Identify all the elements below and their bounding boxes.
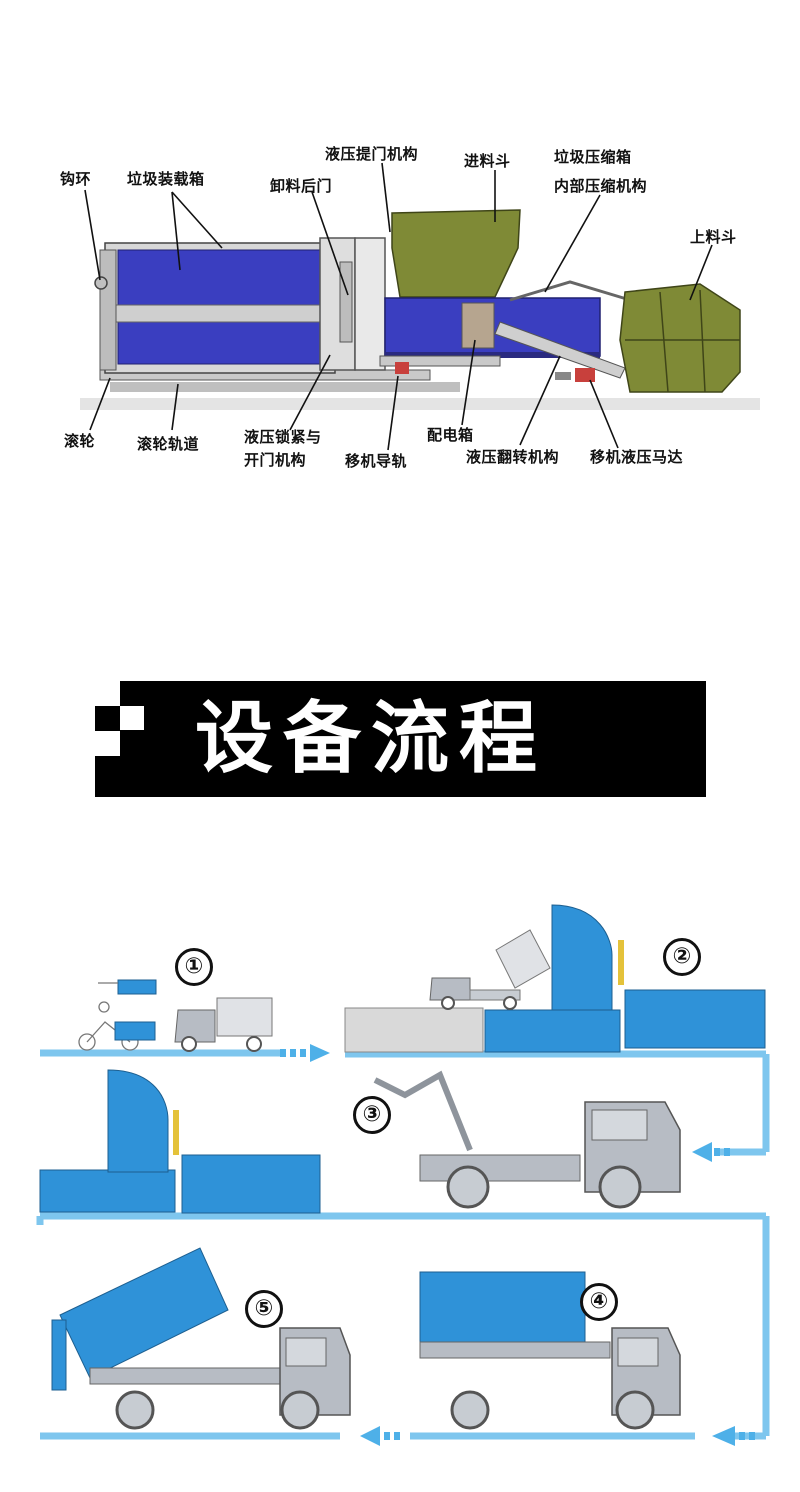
label-move-rail: 移机导轨 — [345, 452, 408, 470]
banner-title: 设备流程 — [195, 694, 548, 784]
banner-deco-square — [95, 731, 120, 756]
label-hyd-lift-door: 液压提门机构 — [325, 145, 419, 163]
step-3-number: ③ — [353, 1096, 391, 1134]
section-banner: 设备流程 — [95, 681, 706, 797]
step-1-number: ① — [175, 948, 213, 986]
label-hyd-lock-line1: 液压锁紧与 — [244, 428, 322, 446]
label-elec-box: 配电箱 — [427, 426, 474, 444]
label-hyd-flip: 液压翻转机构 — [466, 448, 560, 466]
label-inner-compression: 内部压缩机构 — [554, 177, 648, 195]
label-rear-door: 卸料后门 — [270, 177, 333, 195]
label-loading-hopper: 上料斗 — [690, 228, 737, 246]
step-5-number: ⑤ — [245, 1290, 283, 1328]
label-roller: 滚轮 — [64, 432, 96, 450]
compactor-machine-illustration — [80, 162, 760, 451]
label-container: 垃圾装载箱 — [127, 170, 205, 188]
label-feed-hopper: 进料斗 — [464, 152, 511, 170]
step-2-number: ② — [663, 938, 701, 976]
label-move-motor: 移机液压马达 — [590, 448, 684, 466]
banner-deco-square — [95, 681, 120, 706]
label-hyd-lock-line2: 开门机构 — [244, 451, 307, 469]
process-flow-illustration — [36, 904, 770, 1446]
label-roller-track: 滚轮轨道 — [137, 435, 200, 453]
banner-deco-square — [120, 706, 144, 730]
label-compression-box: 垃圾压缩箱 — [554, 148, 632, 166]
label-hook-ring: 钩环 — [60, 170, 92, 188]
step-4-number: ④ — [580, 1283, 618, 1321]
